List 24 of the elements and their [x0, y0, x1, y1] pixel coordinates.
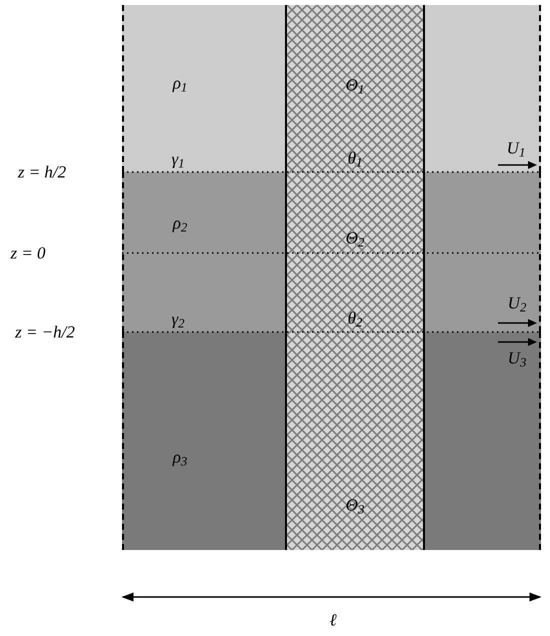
- math-label: U$_{1}$: [506, 140, 526, 156]
- fluid-layer: [122, 5, 285, 172]
- symbol-label: ρ$_{3}$: [171, 448, 188, 466]
- symbol-label: θ$_{1}$: [346, 150, 364, 166]
- symbol-label: Θ$_{3}$: [344, 496, 366, 514]
- math-label: ℓ: [328, 612, 338, 628]
- symbol-label: θ$_{2}$: [346, 310, 364, 326]
- fluid-layer: [122, 172, 285, 332]
- fluid-layer: [425, 5, 541, 172]
- symbol-label: Θ$_{1}$: [344, 76, 366, 94]
- fluid-layer: [425, 172, 541, 332]
- math-label: z = h/2: [16, 164, 68, 180]
- math-label: U$_{2}$: [506, 294, 528, 312]
- fluid-layer: [425, 332, 541, 550]
- symbol-label: Θ$_{2}$: [344, 230, 366, 246]
- symbol-label: ρ$_{1}$: [171, 74, 188, 92]
- math-label: z = 0: [9, 244, 47, 262]
- fluid-layer: [122, 332, 285, 550]
- porous-column: [285, 5, 425, 550]
- math-label: γ$_{1}$: [170, 150, 186, 168]
- math-label: γ$_{2}$: [170, 310, 186, 328]
- math-label: U$_{3}$: [506, 350, 528, 366]
- math-label: z = −h/2: [14, 324, 76, 340]
- symbol-label: ρ$_{2}$: [171, 214, 188, 232]
